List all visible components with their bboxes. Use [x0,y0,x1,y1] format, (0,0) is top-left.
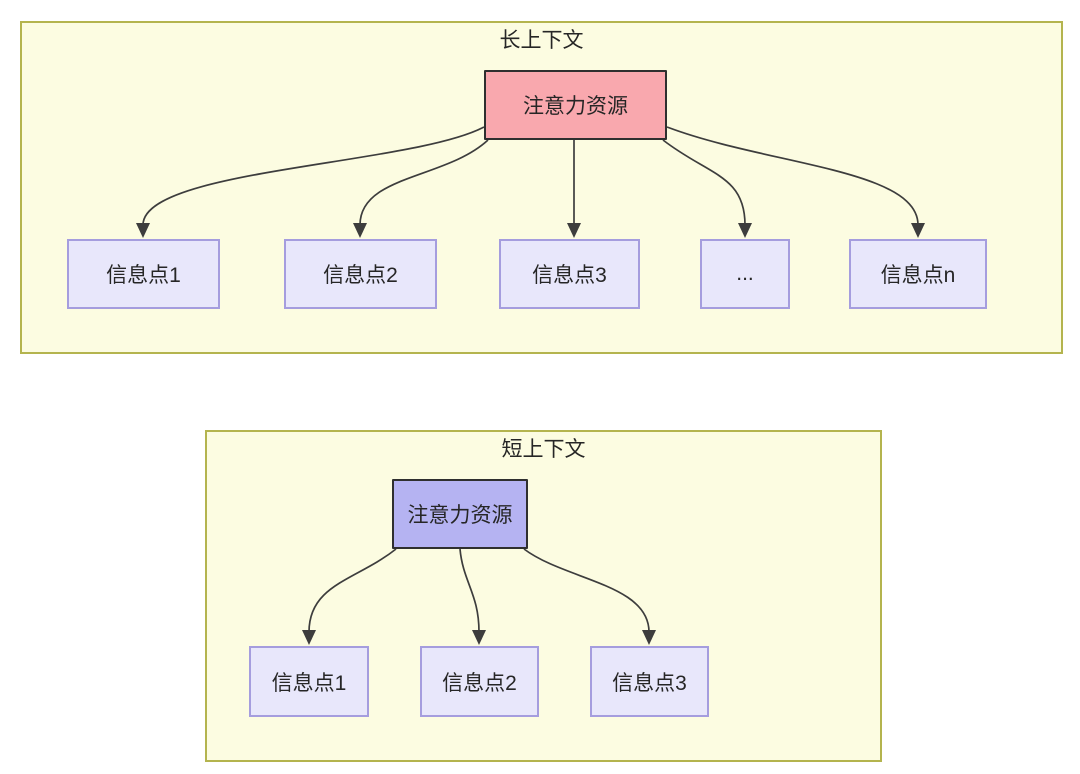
edge-short-to-node2 [459,548,480,633]
panel-title-long-context: 长上下文 [499,29,584,52]
edge-long-to-node4 [662,139,746,226]
edge-short-to-node1 [308,548,397,633]
info-node-long-ellipsis: ... [700,239,790,309]
arrowhead-long-node5 [911,223,925,238]
info-node-short-2: 信息点2 [420,646,539,717]
info-node-long-n: 信息点n [849,239,987,309]
attention-resource-box-long: 注意力资源 [484,70,667,140]
info-node-long-1: 信息点1 [67,239,220,309]
arrowhead-long-node3 [567,223,581,238]
info-node-short-1: 信息点1 [249,646,369,717]
panel-long-context: 长上下文 注意力资源 信息点1 信息点2 信息点3 ... 信息点n [20,21,1063,354]
info-node-long-3: 信息点3 [499,239,640,309]
edge-short-to-node3 [523,548,650,633]
edge-long-to-node2 [359,139,489,226]
arrowhead-short-node3 [642,630,656,645]
arrowhead-short-node1 [302,630,316,645]
panel-short-context: 短上下文 注意力资源 信息点1 信息点2 信息点3 [205,430,882,762]
edge-long-to-node5 [666,126,919,226]
arrowhead-short-node2 [472,630,486,645]
attention-resource-box-short: 注意力资源 [392,479,528,549]
panel-title-short-context: 短上下文 [501,438,586,461]
arrowhead-long-node1 [136,223,150,238]
arrowhead-long-node4 [738,223,752,238]
info-node-short-3: 信息点3 [590,646,709,717]
edge-long-to-node1 [142,126,485,226]
info-node-long-2: 信息点2 [284,239,437,309]
arrowhead-long-node2 [353,223,367,238]
